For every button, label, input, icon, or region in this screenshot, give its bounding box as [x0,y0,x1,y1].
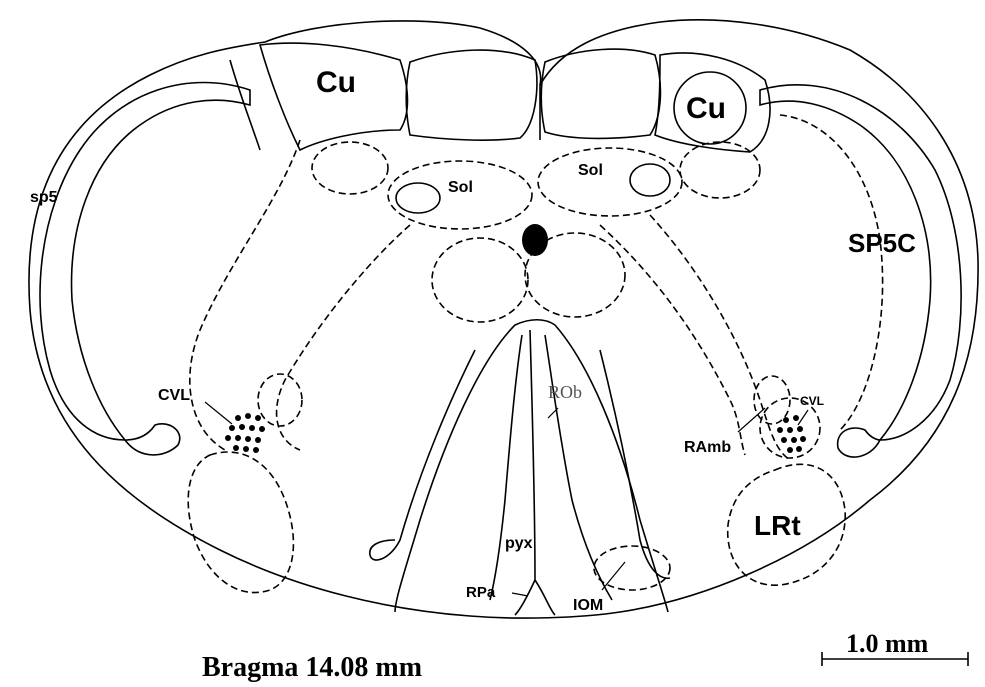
cvl-right-pointer [798,410,808,425]
label-sp5: sp5 [30,189,58,206]
pyramid-inner-right [545,335,612,600]
nucleus-left-upper [258,374,302,426]
olive-right [600,350,670,578]
sp5-tract-right [760,85,961,440]
label-rpa: RPa [466,584,496,601]
cvl-dots-left [225,413,265,453]
label-sp5c: SP5C [848,228,916,258]
ramb-nucleus [754,376,790,424]
label-cu-left: Cu [316,66,356,99]
sp5c-region-right [780,115,883,430]
pyramid-inner-left [490,335,522,600]
label-ramb: RAmb [684,439,731,456]
label-pyx: pyx [505,535,533,552]
lrt-left [188,452,293,593]
label-iom: IOM [573,597,603,614]
rpa-pointer [512,593,528,596]
label-cvl-left: CVL [158,387,190,404]
label-lrt: LRt [754,510,801,541]
gracile-right [541,49,660,138]
label-sol-left: Sol [448,179,473,196]
ventral-nucleus-left [432,238,528,322]
sol-region-right [538,148,682,216]
label-rob: ROb [548,382,582,402]
figure-caption: Bragma 14.08 mm [202,652,422,682]
lateral-hook-left [125,424,180,455]
sol-tract-left [396,183,440,213]
label-sol-right: Sol [578,162,603,179]
dorsal-dashed-left [312,142,388,194]
central-canal [522,224,548,256]
iom-nucleus [594,546,670,590]
ventral-nucleus-right [525,233,625,317]
iom-pointer [602,562,625,590]
midline-ventral [515,330,555,615]
cvl-left-pointer [205,402,232,424]
sol-tract-right [630,164,670,196]
sp5-inner-left [230,60,260,150]
sp5-tract-left [40,83,250,441]
lateral-hook-right [838,428,880,457]
olive-left [370,350,475,560]
lateral-tract-right-inner [600,225,745,455]
scale-bar: 1.0 mm [822,629,968,666]
label-cu-right: Cu [686,92,726,125]
scale-bar-label: 1.0 mm [846,629,929,658]
dorsal-dashed-right [680,142,760,198]
gracile-left [406,50,537,140]
label-cvl-right: CVL [800,394,824,408]
section-outline [29,20,978,618]
